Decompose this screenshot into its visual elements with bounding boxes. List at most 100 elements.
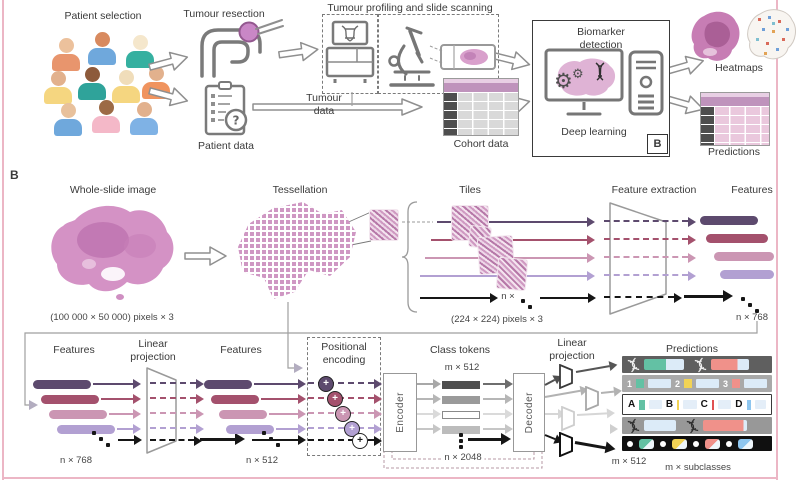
score-bar bbox=[743, 379, 767, 388]
n2048-label: n × 2048 bbox=[441, 452, 485, 464]
predictions-panel: 1 2 3 A B C D bbox=[622, 356, 772, 453]
subclass-swatch bbox=[639, 438, 654, 449]
class-token-bar bbox=[442, 411, 480, 419]
class-letter: C bbox=[700, 399, 708, 410]
flow-arrow bbox=[483, 424, 513, 434]
sequencer-dashed-box bbox=[322, 14, 378, 94]
arrow-to-heatmaps bbox=[664, 55, 705, 76]
sequencer-icon bbox=[325, 20, 375, 83]
deep-learning-label: Deep learning bbox=[561, 126, 627, 138]
m512b-label: m × 512 bbox=[609, 456, 649, 468]
flow-arrow bbox=[483, 409, 513, 419]
proj-dashed-arrow bbox=[150, 394, 204, 404]
right-border bbox=[776, 0, 778, 480]
decoder-box: Decoder bbox=[513, 373, 545, 452]
class-token-bar bbox=[442, 381, 480, 389]
arrow-to-cohort-data bbox=[252, 98, 423, 116]
predictions-b-label: Predictions bbox=[666, 343, 718, 355]
flow-arrow bbox=[276, 424, 306, 434]
ellipsis-dot bbox=[106, 443, 110, 447]
whole-slide-image bbox=[51, 205, 174, 300]
dna-icon bbox=[627, 357, 640, 372]
score-chip bbox=[703, 420, 747, 431]
feature-dashed-arrow bbox=[604, 271, 696, 281]
dna-icon bbox=[595, 62, 605, 81]
decoder-out-arrow bbox=[545, 409, 566, 419]
feature-bar bbox=[204, 380, 252, 389]
class-swatch bbox=[636, 379, 644, 388]
zoomed-tile bbox=[370, 210, 398, 240]
flow-arrow bbox=[483, 379, 513, 389]
class-index: 3 bbox=[723, 378, 729, 389]
feature-dashed-arrow bbox=[604, 253, 696, 263]
projection-funnel-small bbox=[585, 386, 599, 411]
projection-funnel-small bbox=[559, 364, 573, 389]
ellipsis-dot bbox=[459, 445, 463, 449]
prediction-row: A B C D bbox=[622, 394, 772, 415]
prediction-row bbox=[622, 436, 772, 451]
prediction-row bbox=[622, 356, 772, 373]
posenc-dashed-arrow bbox=[308, 424, 382, 434]
flow-arrow bbox=[200, 433, 245, 445]
predictions-table bbox=[700, 92, 770, 146]
subclass-swatch bbox=[672, 438, 687, 449]
prediction-in-head bbox=[610, 424, 618, 434]
flow-arrow bbox=[468, 433, 511, 445]
tile-flow-arrow bbox=[540, 293, 596, 303]
ellipsis-dot bbox=[276, 443, 280, 447]
wsi-label: Whole-slide image bbox=[69, 184, 157, 196]
flow-arrow bbox=[417, 424, 441, 434]
features-in-label: Features bbox=[53, 344, 95, 356]
features-label: Features bbox=[731, 184, 773, 196]
subclass-dot bbox=[627, 440, 633, 447]
dna-icon bbox=[694, 357, 707, 372]
slide-icon bbox=[440, 44, 496, 70]
flow-arrow bbox=[417, 394, 441, 404]
linear-projection-funnel bbox=[146, 367, 177, 454]
class-letter: A bbox=[628, 399, 636, 410]
feature-dashed-arrow bbox=[604, 217, 696, 227]
feature-bar bbox=[720, 270, 774, 279]
oplus-icon: + bbox=[327, 391, 343, 407]
flow-arrow bbox=[261, 394, 306, 404]
features-proj-label: Features bbox=[220, 344, 262, 356]
panel-b-badge: B bbox=[647, 134, 668, 154]
class-token-bar bbox=[442, 396, 480, 404]
ellipsis-dot bbox=[748, 303, 752, 307]
feature-extraction-label: Feature extraction bbox=[611, 184, 697, 196]
arrow-to-profiling bbox=[278, 41, 319, 62]
tiles-label: Tiles bbox=[459, 184, 481, 196]
tile-image bbox=[496, 257, 528, 291]
class-tick bbox=[639, 399, 645, 410]
flow-arrow bbox=[118, 435, 142, 445]
ellipsis-dot bbox=[755, 309, 759, 313]
tessellation-label: Tessellation bbox=[272, 184, 328, 196]
class-tick bbox=[677, 399, 680, 410]
posenc-dashed-arrow bbox=[308, 379, 382, 389]
n512-label: n × 512 bbox=[246, 455, 278, 466]
ellipsis-dot bbox=[459, 433, 463, 437]
colon-biopsy-icon bbox=[200, 19, 284, 78]
feature-bar bbox=[714, 252, 774, 261]
encoder-box: Encoder bbox=[383, 373, 417, 452]
subclass-dot bbox=[726, 440, 732, 447]
gear-icon: ⚙ bbox=[554, 69, 573, 93]
flow-arrow bbox=[109, 409, 141, 419]
feature-bar bbox=[226, 425, 274, 434]
score-chip bbox=[644, 359, 684, 370]
patient-selection-label: Patient selection bbox=[64, 10, 142, 22]
m512-label: m × 512 bbox=[444, 362, 480, 373]
flow-arrow bbox=[93, 379, 141, 389]
gear-small-icon: ⚙ bbox=[572, 67, 584, 82]
ellipsis-dot bbox=[99, 437, 103, 441]
feature-bar bbox=[33, 380, 91, 389]
feature-bar bbox=[706, 234, 768, 243]
class-letter: D bbox=[735, 399, 743, 410]
class-tokens-label: Class tokens bbox=[429, 344, 491, 356]
ellipsis-dot bbox=[262, 431, 266, 435]
score-chip bbox=[711, 359, 749, 370]
score-bar bbox=[683, 400, 697, 409]
dna-icon bbox=[627, 418, 640, 433]
